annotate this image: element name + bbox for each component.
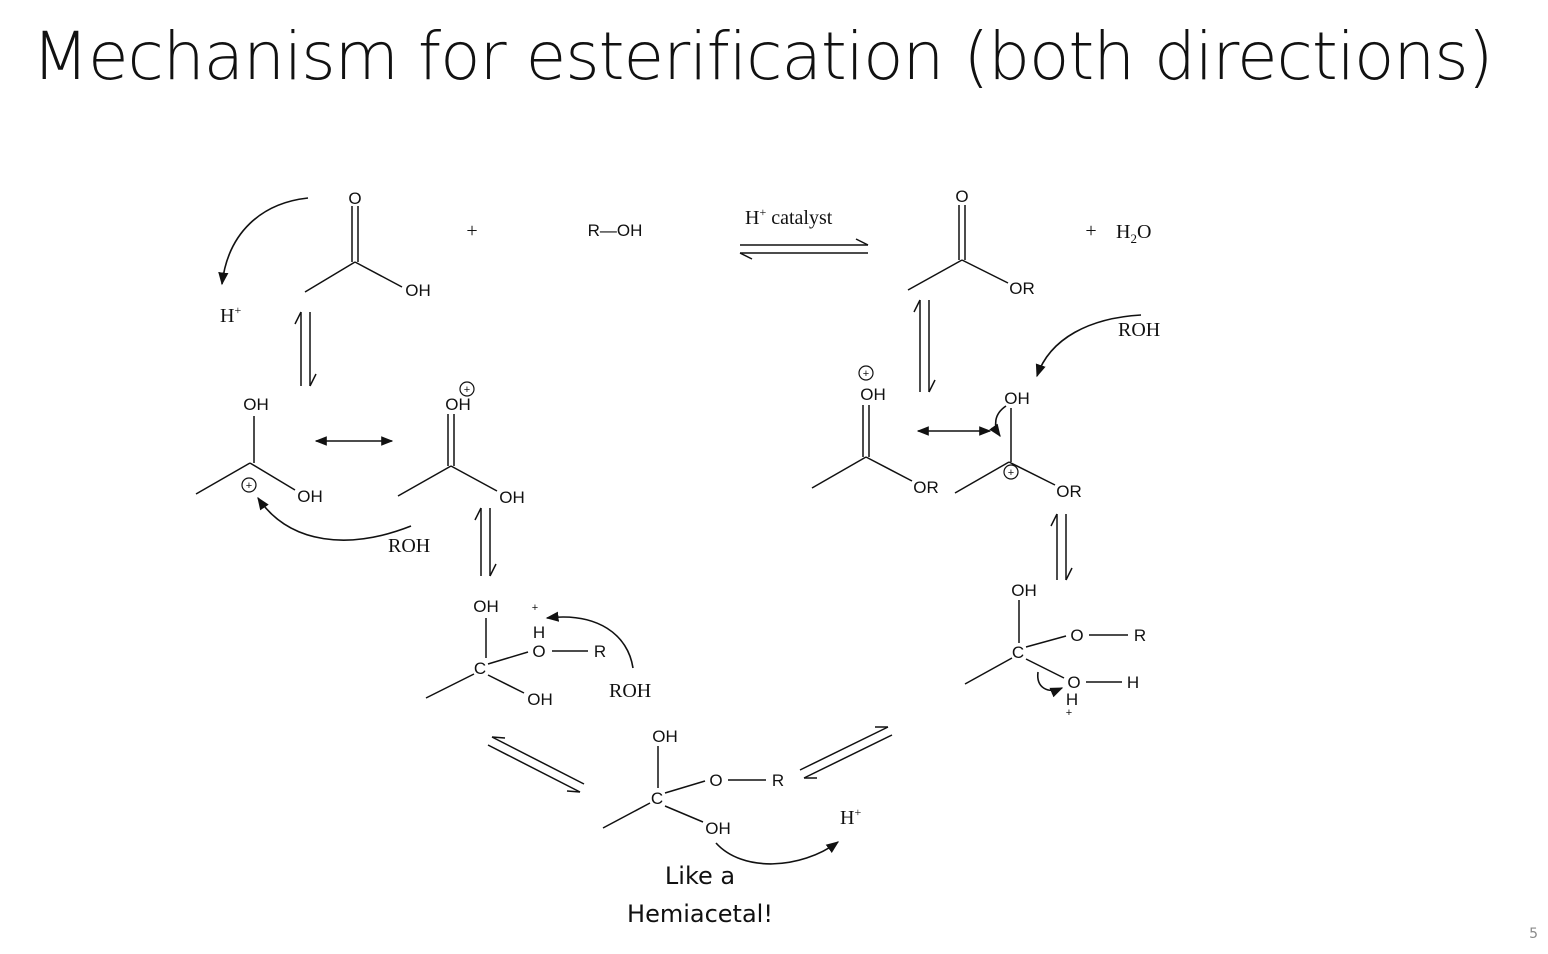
int-left-oh-top: OH bbox=[473, 597, 499, 616]
roh-right: ROH bbox=[1118, 319, 1160, 341]
equilibrium-left-1 bbox=[294, 311, 317, 387]
int-right-h-charge: + bbox=[1066, 707, 1072, 719]
cation-form-oh-right: OH bbox=[297, 487, 323, 506]
ester-product: O OR bbox=[907, 187, 1035, 298]
proton-h-plus-bottom: H+ bbox=[840, 805, 861, 829]
ester-cation-or: OR bbox=[1056, 482, 1082, 501]
catalyst-label: H+ catalyst bbox=[745, 205, 833, 229]
carboxylic-acid: O OH bbox=[304, 189, 431, 300]
int-left-oh-bottom: OH bbox=[527, 690, 553, 709]
int-right-oh-top: OH bbox=[1011, 581, 1037, 600]
hemiacetal-r: R bbox=[772, 771, 784, 790]
plus-sign-acid-alcohol: + bbox=[466, 220, 477, 242]
int-left-h-on-o: H bbox=[533, 623, 545, 642]
protonated-ester-cation-form: OH OR + bbox=[954, 389, 1082, 501]
main-equilibrium-arrows bbox=[739, 238, 869, 260]
roh-left: ROH bbox=[388, 535, 430, 557]
int-left-ether-o: O bbox=[532, 642, 545, 661]
cation-form-oh-top: OH bbox=[243, 395, 269, 414]
plus-sign-water: + bbox=[1085, 220, 1096, 242]
water-label: H2O bbox=[1116, 221, 1151, 246]
ester-carbonyl-o: O bbox=[955, 187, 968, 206]
equilibrium-right-1 bbox=[913, 299, 936, 393]
int-right-h: H bbox=[1127, 673, 1139, 692]
acid-carbonyl-o: O bbox=[348, 189, 361, 208]
protonated-acid-cation-form: OH OH + bbox=[195, 395, 323, 506]
hemiacetal-ether-o: O bbox=[709, 771, 722, 790]
roh-base-left: ROH bbox=[609, 680, 651, 702]
int-right-oxonium-o: O bbox=[1067, 673, 1080, 692]
positive-charge-oxonium-right: + bbox=[863, 368, 869, 380]
tetrahedral-intermediate: OH C O R OH bbox=[602, 727, 784, 838]
oxonium-oh-right: OH bbox=[499, 488, 525, 507]
equilibrium-right-2 bbox=[1050, 513, 1073, 581]
proton-h-plus-left: H+ bbox=[220, 303, 241, 327]
equilibrium-left-2 bbox=[474, 507, 497, 577]
hemiacetal-note-line2: Hemiacetal! bbox=[627, 900, 773, 928]
positive-charge-carbon-left: + bbox=[246, 480, 252, 492]
positive-charge-oxonium-left: + bbox=[464, 384, 470, 396]
hemiacetal-central-c: C bbox=[651, 789, 663, 808]
protonated-acid-oxonium-form: OH OH + bbox=[397, 381, 525, 507]
oxonium-oh: OH bbox=[445, 395, 471, 414]
positive-charge-carbon-right: + bbox=[1008, 467, 1014, 479]
int-left-h-charge: + bbox=[532, 602, 538, 614]
hemiacetal-oh-top: OH bbox=[652, 727, 678, 746]
hemiacetal-oh-bottom: OH bbox=[705, 819, 731, 838]
hemiacetal-note-line1: Like a bbox=[665, 862, 735, 890]
int-right-ether-o: O bbox=[1070, 626, 1083, 645]
int-left-r: R bbox=[594, 642, 606, 661]
int-left-central-c: C bbox=[474, 659, 486, 678]
equilibrium-lower-right bbox=[799, 726, 893, 779]
alcohol-r-oh: R—OH bbox=[588, 221, 643, 240]
int-right-r: R bbox=[1134, 626, 1146, 645]
equilibrium-lower-left bbox=[487, 736, 585, 793]
ester-oxonium-oh: OH bbox=[860, 385, 886, 404]
ester-or: OR bbox=[1009, 279, 1035, 298]
protonated-ester-oxonium-form: OH OR + bbox=[811, 365, 939, 497]
ester-oxonium-or: OR bbox=[913, 478, 939, 497]
slide-title: Mechanism for esterification (both direc… bbox=[32, 18, 1493, 95]
page-number: 5 bbox=[1529, 926, 1538, 942]
protonated-tetrahedral-intermediate: OH C O H + R OH bbox=[425, 597, 606, 709]
ester-cation-oh: OH bbox=[1004, 389, 1030, 408]
acid-oh: OH bbox=[405, 281, 431, 300]
int-right-central-c: C bbox=[1012, 643, 1024, 662]
int-right-h-on-o: H bbox=[1066, 690, 1078, 709]
protonated-tetrahedral-intermediate-right: OH C O R O H H + bbox=[964, 581, 1146, 719]
